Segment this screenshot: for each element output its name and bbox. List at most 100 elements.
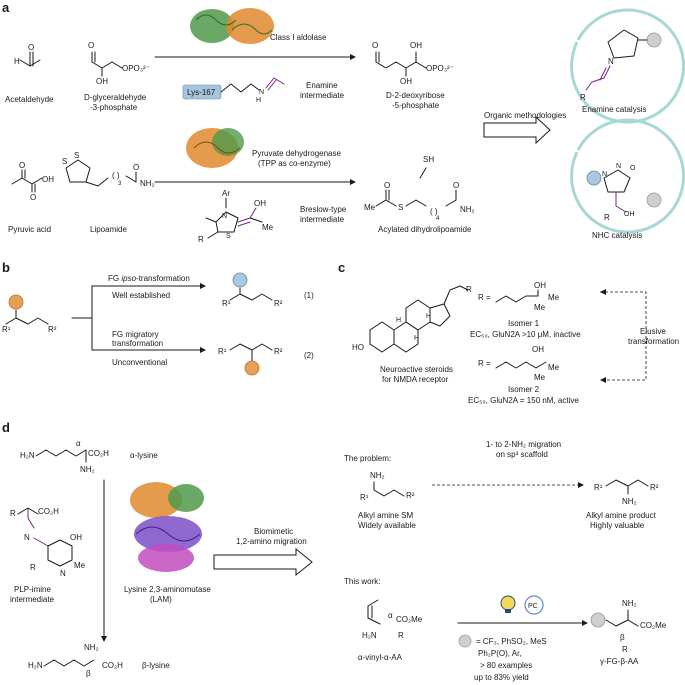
svg-text:O: O (88, 41, 94, 50)
svg-text:O: O (453, 181, 459, 190)
isomer2-r-eq: R = (478, 359, 491, 368)
migratory-label-2: transformation (112, 339, 163, 348)
svg-text:α: α (76, 439, 81, 448)
plp-imine-structure: R CO₂H N OH N Me R (10, 507, 86, 578)
steroid-label-1: Neuroactive steroids (380, 365, 453, 374)
biomimetic-label-2: 1,2-amino migration (236, 537, 307, 546)
problem-label: The problem: (344, 454, 391, 463)
this-work-label: This work: (344, 577, 380, 586)
svg-text:R¹: R¹ (222, 299, 231, 308)
beta-lysine-label: β-lysine (142, 661, 170, 670)
isomer1-side-chain: OH Me Me (495, 281, 560, 312)
svg-text:Ar: Ar (222, 189, 230, 198)
conditions-4: up to 83% yield (474, 673, 529, 682)
svg-text:N: N (24, 533, 30, 542)
elusive-label-2: transformation (628, 337, 679, 346)
svg-text:H: H (414, 335, 419, 342)
svg-text:( ): ( ) (430, 207, 438, 216)
well-established-label: Well established (112, 291, 170, 300)
enamine-catalysis-circle: N R (570, 8, 685, 124)
lys167-label: Lys-167 (187, 88, 216, 97)
ipso-product-structure: R¹ R² (222, 272, 283, 308)
pc-label: PC (528, 603, 538, 610)
svg-text:R²: R² (406, 491, 415, 500)
svg-text:NH₂: NH₂ (370, 471, 385, 480)
enzyme2-label-2: (TPP as co-enzyme) (258, 159, 331, 168)
svg-text:R: R (466, 285, 472, 294)
lipoamide-label: Lipoamide (90, 225, 127, 234)
lam-label-1: Lysine 2,3-aminomutase (124, 585, 211, 594)
svg-text:OH: OH (70, 533, 82, 542)
svg-text:R¹: R¹ (218, 347, 227, 356)
fg-sphere-icon (458, 634, 472, 648)
svg-text:R: R (604, 213, 610, 222)
svg-text:Me: Me (364, 203, 376, 212)
vinyl-aa-label: α-vinyl-α-AA (358, 653, 403, 662)
nhc-catalysis-circle: N N O OH R (570, 118, 685, 234)
svg-text:S: S (398, 203, 403, 212)
deoxyribose-structure: O OH OH (372, 41, 427, 86)
pyruvic-label: Pyruvic acid (8, 225, 51, 234)
svg-text:O: O (630, 165, 636, 172)
conditions-2: Ph₂P(O), Ar, (478, 649, 522, 658)
breslow-label-2: intermediate (300, 215, 345, 224)
svg-text:OH: OH (534, 281, 546, 290)
g3p-label-1: D-glyceraldehyde (84, 93, 147, 102)
svg-text:O: O (133, 163, 139, 172)
panel-label-d: d (2, 420, 10, 435)
svg-text:R: R (398, 631, 404, 640)
svg-text:R: R (198, 235, 204, 244)
svg-text:NH₂: NH₂ (622, 497, 637, 506)
lipoamide-structure: S S ( ) 3 O NH₂ (62, 151, 155, 188)
svg-text:O: O (28, 43, 34, 52)
svg-text:NH₂: NH₂ (80, 465, 95, 474)
svg-text:R²: R² (274, 347, 283, 356)
biomimetic-label-1: Biomimetic (254, 527, 293, 536)
steroid-label-2: for NMDA receptor (382, 375, 449, 384)
svg-text:R²: R² (274, 299, 283, 308)
svg-text:H: H (426, 313, 431, 320)
svg-text:FG ipso-transformation: FG ipso-transformation (108, 274, 190, 283)
svg-text:O: O (372, 41, 378, 50)
sm-label-1: Alkyl amine SM (358, 511, 413, 520)
svg-text:H: H (396, 317, 401, 324)
svg-text:CO₂H: CO₂H (88, 449, 109, 458)
product-label-2: Highly valuable (590, 521, 645, 530)
ipso-suffix: -transformation (136, 274, 190, 283)
gamma-label: γ-FG-β-AA (600, 657, 639, 666)
svg-text:CO₂H: CO₂H (38, 507, 59, 516)
svg-text:H₂N: H₂N (20, 451, 35, 460)
alkyl-amine-sm-structure: NH₂ R¹ R² (360, 471, 415, 502)
svg-text:Me: Me (262, 223, 274, 232)
svg-text:OH: OH (532, 345, 544, 354)
organic-hollow-arrow (483, 115, 551, 145)
enzyme1-label: Class I aldolase (270, 33, 327, 42)
svg-text:O: O (30, 193, 36, 202)
sm-label-2: Widely available (358, 521, 416, 530)
conditions-3: > 80 examples (480, 661, 532, 670)
svg-text:R: R (30, 563, 36, 572)
panel-label-b: b (2, 260, 10, 275)
svg-text:Me: Me (548, 363, 560, 372)
svg-text:R: R (580, 93, 586, 102)
biomimetic-hollow-arrow (213, 547, 313, 577)
svg-text:Me: Me (534, 303, 546, 312)
svg-text:NH₂: NH₂ (84, 643, 99, 652)
migratory-label-1: FG migratory (112, 330, 159, 339)
svg-text:OH: OH (254, 199, 266, 208)
eq1-label: (1) (304, 291, 314, 300)
alpha-lysine-label: α-lysine (130, 451, 158, 460)
isomer2-label: Isomer 2 (508, 385, 540, 394)
nhc-catalysis-label: NHC catalysis (592, 231, 642, 240)
enamine-intermediate-1: Enamine (306, 81, 338, 90)
migration-label-2: on sp³ scaffold (496, 450, 548, 459)
g3p-structure: O OH (88, 41, 123, 86)
svg-text:R²: R² (650, 483, 659, 492)
breslow-label-1: Breslow-type (300, 205, 347, 214)
panel-label-c: c (338, 260, 345, 275)
unconventional-label: Unconventional (112, 358, 167, 367)
plp-label-1: PLP-imine (14, 585, 51, 594)
svg-text:N: N (608, 57, 614, 66)
panel-label-a: a (2, 0, 10, 15)
product1-label-2: -5-phosphate (392, 101, 440, 110)
